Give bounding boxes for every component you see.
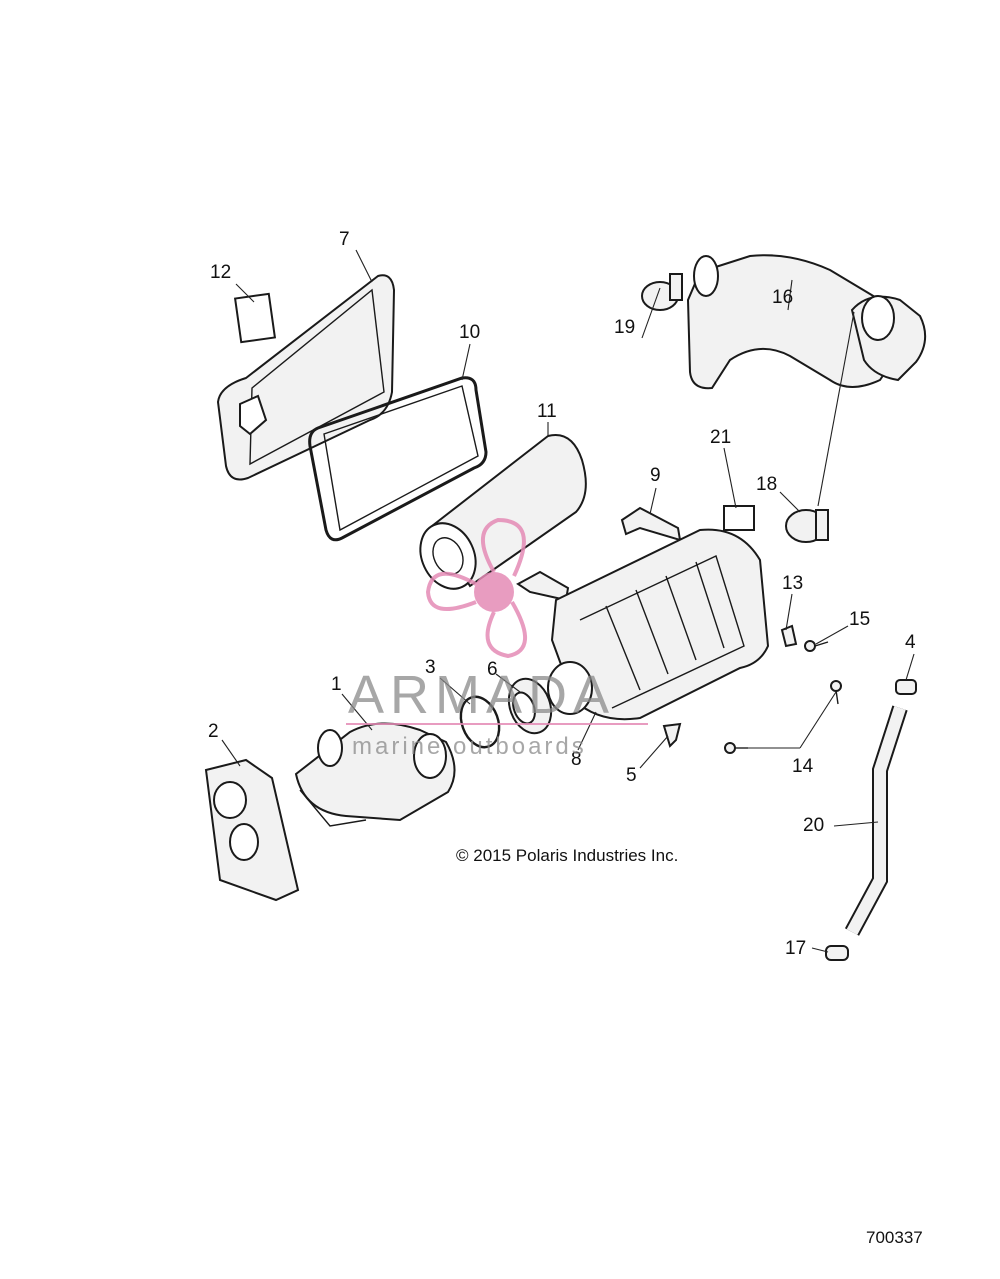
callout-1: 1 <box>331 674 342 695</box>
callout-10: 10 <box>459 322 481 343</box>
callout-13: 13 <box>782 573 804 594</box>
part-13-nut[interactable] <box>780 624 798 648</box>
part-8-airbox-base[interactable] <box>547 528 770 721</box>
part-15-screw[interactable] <box>804 640 829 652</box>
callout-11: 11 <box>537 401 557 422</box>
part-11-air-filter[interactable] <box>410 434 587 598</box>
part-20-hose-inner <box>846 706 906 935</box>
part-9-clip[interactable] <box>620 506 682 542</box>
figure-number: 700337 <box>866 1228 923 1247</box>
callout-7: 7 <box>339 229 350 250</box>
part-1-inlet-duct[interactable] <box>294 722 456 827</box>
callout-17: 17 <box>785 938 807 959</box>
part-6-coupler[interactable] <box>502 673 559 739</box>
watermark-tagline: marine outboards <box>352 733 587 760</box>
callout-5: 5 <box>626 765 637 786</box>
part-19-clamp[interactable] <box>641 273 683 311</box>
callout-21: 21 <box>710 427 732 448</box>
callout-19: 19 <box>614 317 636 338</box>
part-9-clip-lower[interactable] <box>516 570 570 602</box>
part-2-plate[interactable] <box>204 758 300 902</box>
callout-6: 6 <box>487 659 498 680</box>
callout-18: 18 <box>756 474 778 495</box>
part-17-clamp[interactable] <box>825 945 849 961</box>
callout-2: 2 <box>208 721 219 742</box>
callout-16: 16 <box>772 287 794 308</box>
part-10-gasket[interactable] <box>308 376 488 542</box>
part-18-clamp[interactable] <box>785 509 829 543</box>
callout-20: 20 <box>803 815 825 836</box>
part-5-fastener[interactable] <box>662 722 682 748</box>
callout-12: 12 <box>210 262 232 283</box>
copyright-text: © 2015 Polaris Industries Inc. <box>456 846 679 865</box>
part-21-label[interactable] <box>723 505 755 531</box>
part-3-clamp[interactable] <box>454 691 506 752</box>
part-12-label[interactable] <box>233 292 277 344</box>
callout-8: 8 <box>571 749 582 770</box>
watermark-propeller-icon <box>346 517 648 725</box>
callout-3: 3 <box>425 657 436 678</box>
leader-lines <box>221 249 915 953</box>
part-16-duct[interactable] <box>686 254 927 390</box>
watermark-brand: ARMADA <box>348 665 616 725</box>
callout-14: 14 <box>792 756 814 777</box>
part-4-clamp[interactable] <box>895 679 917 695</box>
callout-4: 4 <box>905 632 916 653</box>
part-7-airbox-cover[interactable] <box>216 274 396 481</box>
callout-15: 15 <box>849 609 871 630</box>
callout-9: 9 <box>650 465 661 486</box>
